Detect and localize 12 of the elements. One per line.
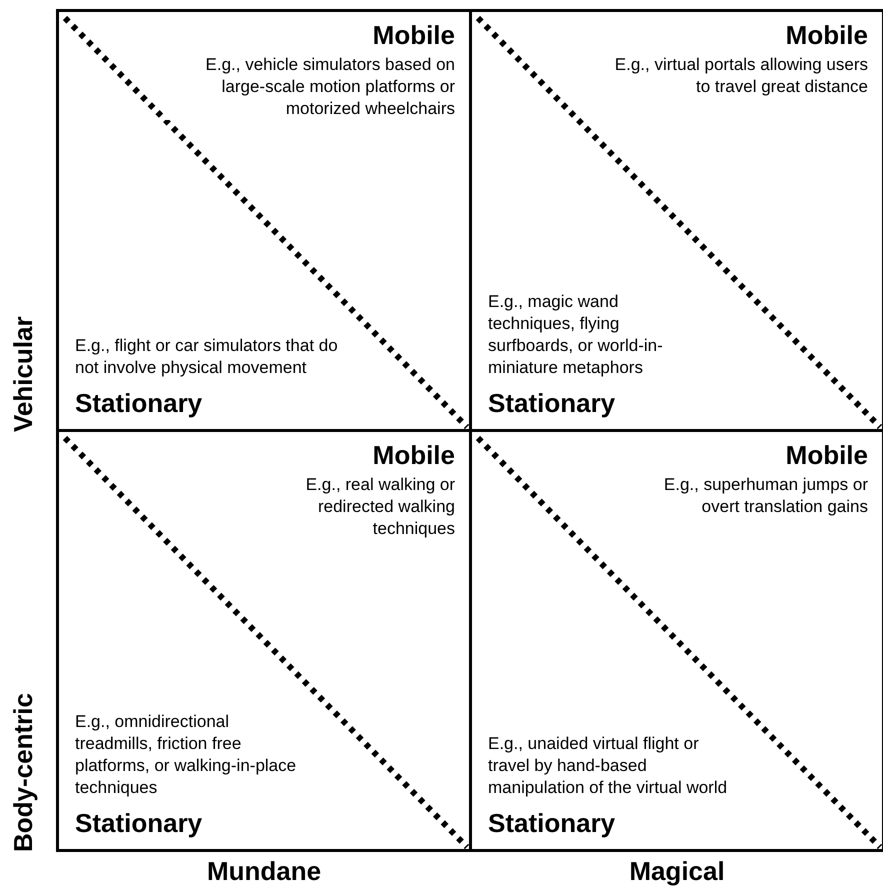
mobile-heading: Mobile [786, 440, 868, 471]
axis-label: Vehicular [8, 315, 39, 432]
stationary-heading: Stationary [488, 388, 616, 419]
axis-label: Magical [628, 856, 726, 887]
mobile-heading: Mobile [372, 20, 455, 51]
axis-label: Body-centric [8, 692, 39, 852]
stationary-heading: Stationary [75, 808, 202, 839]
mobile-heading: Mobile [372, 440, 455, 471]
mobile-heading: Mobile [786, 20, 868, 51]
axis-label: Mundane [206, 856, 322, 887]
stationary-heading: Stationary [75, 388, 202, 419]
stationary-heading: Stationary [488, 808, 616, 839]
